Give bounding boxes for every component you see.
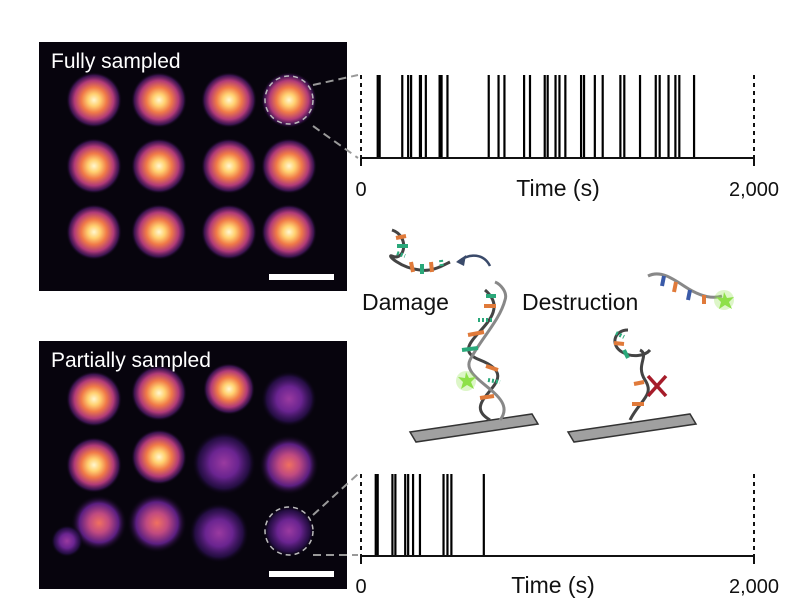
fluorescent-spot — [263, 505, 315, 557]
zoom-connector — [312, 74, 359, 86]
x-tick-label: 0 — [355, 576, 366, 598]
detached-strand — [647, 272, 734, 310]
fluorescent-spot — [66, 371, 122, 427]
zoom-connector — [312, 125, 359, 159]
fluorescent-spot — [261, 204, 317, 260]
destruction-label: Destruction — [522, 289, 639, 315]
fluorescent-spot — [189, 503, 249, 563]
fluorophore — [716, 292, 734, 309]
fluorescent-spot — [66, 437, 122, 493]
fully-sampled-panel: Fully sampled — [39, 42, 347, 291]
cross-mark — [646, 374, 668, 398]
damaged-duplex — [408, 280, 540, 443]
fluorescent-spot — [131, 204, 187, 260]
fully-sampled-spots — [66, 72, 317, 260]
damage-label: Damage — [362, 289, 449, 315]
fluorescent-spot — [66, 138, 122, 194]
fluorescent-spot — [261, 371, 317, 427]
partially-sampled-panel: Partially sampled — [39, 341, 347, 589]
fluorescent-spot — [261, 72, 317, 128]
fluorescent-spot — [201, 72, 257, 128]
fluorescent-spot — [66, 72, 122, 128]
fluorescent-spot — [131, 365, 187, 421]
fluorescent-spot — [127, 493, 187, 553]
partially-sampled-spots — [51, 363, 319, 563]
fluorescent-spot — [192, 431, 256, 495]
fluorescent-spot — [261, 138, 317, 194]
fluorescent-spot — [51, 525, 83, 557]
fluorescent-spot — [131, 138, 187, 194]
x-tick-label: 0 — [355, 179, 366, 201]
scale-bar — [269, 274, 334, 280]
x-axis-label: Time (s) — [511, 572, 594, 598]
x-axis-label: Time (s) — [516, 175, 599, 201]
fluorescent-spot — [66, 204, 122, 260]
panel-label: Fully sampled — [51, 50, 181, 73]
released-strand — [389, 228, 451, 274]
panel-label: Partially sampled — [51, 349, 211, 372]
scale-bar — [269, 571, 334, 577]
fluorescent-spot — [131, 429, 187, 485]
zoom-circle — [264, 506, 314, 556]
bottom-trace — [374, 474, 485, 556]
x-tick-label: 2,000 — [729, 179, 779, 201]
fluorophore — [458, 372, 476, 389]
fluorescent-spot — [131, 72, 187, 128]
fluorescent-spot — [201, 138, 257, 194]
fluorescent-spot — [201, 204, 257, 260]
fluorescent-spot — [71, 495, 127, 551]
destroyed-duplex — [566, 328, 698, 443]
arrow-head — [456, 255, 466, 266]
surface — [408, 413, 540, 443]
surface — [566, 413, 698, 443]
fluorescent-spot — [259, 435, 319, 495]
zoom-circle — [264, 75, 314, 125]
zoom-connector — [312, 473, 359, 516]
top-trace — [376, 75, 696, 158]
x-tick-label: 2,000 — [729, 576, 779, 598]
fluorescent-spot — [203, 363, 255, 415]
